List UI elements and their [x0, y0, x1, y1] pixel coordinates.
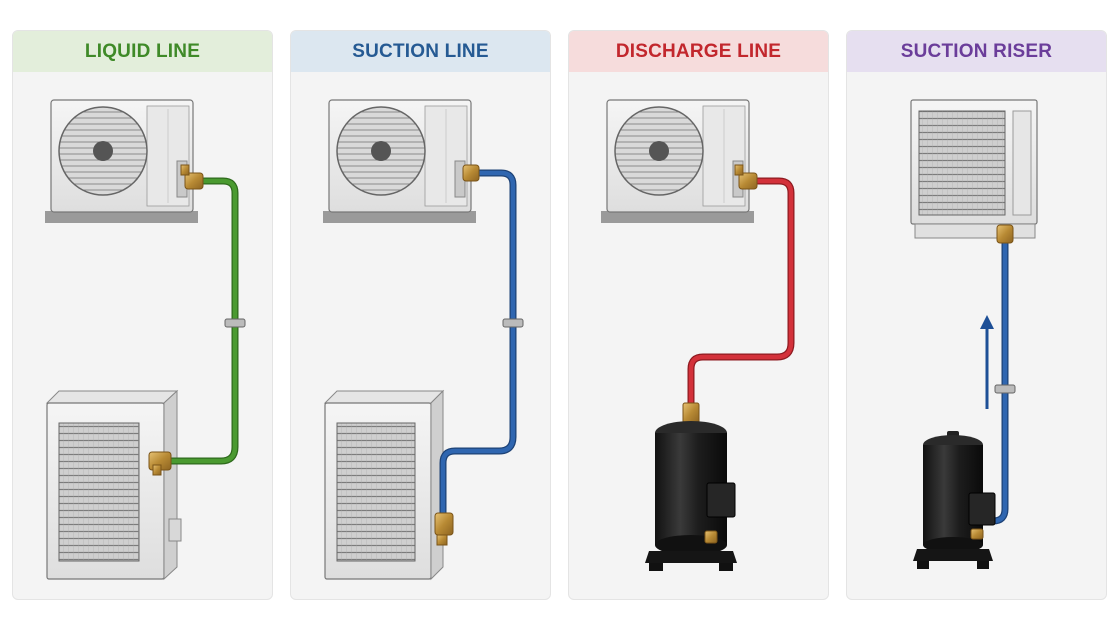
condenser-coil-unit-icon [325, 391, 443, 579]
air-handler-fan-unit-icon [323, 100, 476, 223]
pipe-clamp-icon [225, 319, 245, 327]
brass-service-valve-icon [997, 225, 1013, 243]
brass-service-valve-icon [435, 513, 453, 545]
panel-suction-riser: SUCTION RISER [846, 30, 1107, 600]
air-handler-fan-unit-icon [45, 100, 198, 223]
condenser-coil-unit-icon [47, 391, 181, 579]
panel-discharge-line: DISCHARGE LINE [568, 30, 829, 600]
air-handler-fan-unit-icon [601, 100, 754, 223]
liquid-line-illustration [13, 31, 273, 600]
suction-line-illustration [291, 31, 551, 600]
panel-suction-line: SUCTION LINE [290, 30, 551, 600]
condenser-coil-unit-icon [911, 100, 1037, 238]
suction-riser-illustration [847, 31, 1107, 600]
brass-service-valve-icon [463, 165, 479, 181]
suction-line-pipe [443, 173, 513, 521]
pipe-clamp-icon [995, 385, 1015, 393]
scroll-compressor-icon [913, 431, 995, 569]
arrow-up-icon [980, 315, 994, 409]
discharge-line-illustration [569, 31, 829, 600]
scroll-compressor-icon [645, 403, 737, 571]
panel-liquid-line: LIQUID LINE [12, 30, 273, 600]
pipe-clamp-icon [503, 319, 523, 327]
